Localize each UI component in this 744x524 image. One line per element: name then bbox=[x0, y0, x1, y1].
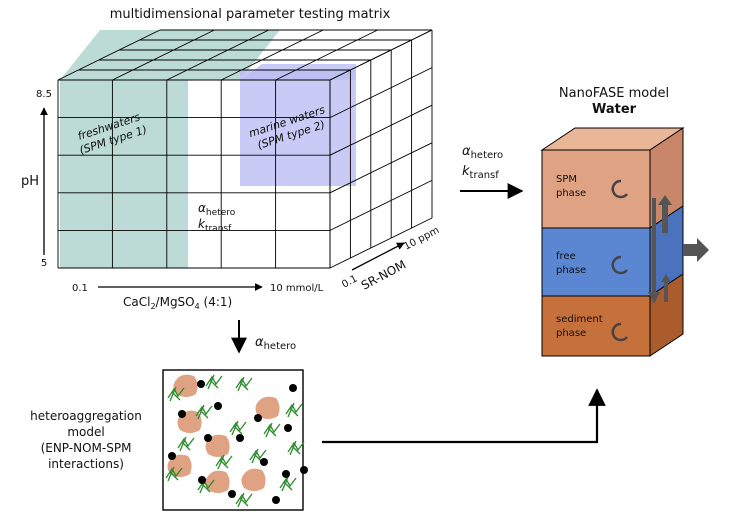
nom-molecule bbox=[229, 420, 247, 436]
salt-max-label: 10 mmol/L bbox=[270, 283, 324, 294]
model-subtitle: Water bbox=[592, 102, 637, 117]
ph-min-label: 5 bbox=[41, 258, 47, 269]
cycle-icon bbox=[611, 179, 628, 199]
nom-molecule bbox=[167, 386, 185, 402]
layer-free bbox=[541, 227, 651, 297]
down-arrow-group: αhetero bbox=[231, 320, 296, 354]
nom-molecule bbox=[195, 404, 213, 420]
spm-particle bbox=[241, 468, 266, 491]
matrix-k-transf: ktransf bbox=[198, 217, 232, 234]
enp-particle bbox=[228, 490, 236, 498]
salt-min-label: 0.1 bbox=[72, 283, 88, 294]
enp-particle bbox=[254, 414, 262, 422]
nom-molecule bbox=[177, 436, 195, 452]
free-label-2: phase bbox=[556, 265, 586, 276]
enp-particle bbox=[198, 476, 206, 484]
grid-line bbox=[166, 29, 269, 81]
hetero-line-1: heteroaggregation bbox=[30, 409, 142, 423]
enp-particle bbox=[272, 496, 280, 504]
enp-particle bbox=[168, 452, 176, 460]
parameter-matrix: multidimensional parameter testing matri… bbox=[21, 7, 441, 311]
nom-molecule bbox=[205, 374, 223, 390]
nom-molecule bbox=[287, 440, 305, 456]
resuspension-arrow-head-icon bbox=[658, 195, 672, 205]
nanofase-model: NanoFASE model Water SPM phase free phas… bbox=[540, 86, 709, 357]
matrix-grid bbox=[57, 29, 433, 269]
grid-line bbox=[221, 29, 324, 81]
model-title: NanoFASE model bbox=[559, 86, 669, 101]
matrix-title: multidimensional parameter testing matri… bbox=[110, 7, 391, 22]
resuspension-arrow-shaft bbox=[662, 205, 668, 233]
ph-max-label: 8.5 bbox=[36, 89, 52, 100]
grid-line bbox=[329, 217, 433, 269]
enp-particle bbox=[282, 470, 290, 478]
enp-particle bbox=[197, 380, 205, 388]
spm-particle bbox=[173, 374, 198, 397]
nom-molecule bbox=[285, 402, 303, 418]
spm-particle bbox=[205, 470, 230, 493]
enp-particle bbox=[236, 434, 244, 442]
outflow-arrow-head-icon bbox=[697, 238, 709, 262]
enp-particle bbox=[300, 466, 308, 474]
hetero-line-2: model bbox=[67, 425, 104, 439]
nom-axis-arrow bbox=[351, 242, 405, 271]
grid-line bbox=[329, 104, 433, 156]
enp-particle bbox=[260, 458, 268, 466]
matrix-alpha-hetero: αhetero bbox=[198, 201, 236, 218]
enp-particle bbox=[204, 434, 212, 442]
grid-line bbox=[329, 29, 433, 81]
settling-arrow-shaft bbox=[652, 198, 656, 292]
cycle-icon bbox=[611, 255, 628, 275]
salt-axis-label: CaCl2/MgSO4 (4:1) bbox=[123, 295, 232, 311]
hetero-line-4: interactions) bbox=[48, 457, 124, 471]
enp-particle bbox=[284, 424, 292, 432]
marine-region bbox=[240, 64, 356, 186]
down-arrow-label: αhetero bbox=[255, 335, 296, 352]
enp-particle bbox=[178, 410, 186, 418]
enp-particle bbox=[214, 402, 222, 410]
outflow-arrow-shaft bbox=[683, 244, 699, 256]
grid-line bbox=[275, 29, 378, 81]
sediment-up-arrow-shaft bbox=[664, 280, 668, 302]
layer-spm bbox=[541, 149, 651, 229]
grid-line bbox=[329, 142, 433, 194]
hetero-to-model-arrow bbox=[322, 388, 606, 444]
free-label-1: free bbox=[556, 251, 576, 262]
grid-line bbox=[57, 29, 161, 81]
cycle-icon bbox=[611, 322, 628, 342]
right-arrow-alpha: αhetero bbox=[462, 144, 503, 161]
ph-axis-label: pH bbox=[21, 174, 39, 189]
spm-particle bbox=[205, 434, 230, 457]
spm-label-1: SPM bbox=[556, 174, 577, 185]
sediment-label-1: sediment bbox=[556, 314, 603, 325]
hetero-line-3: (ENP-NOM-SPM bbox=[41, 441, 132, 455]
settling-arrow-head-icon bbox=[648, 292, 660, 304]
right-arrow-group: αhetero ktransf bbox=[460, 144, 524, 199]
layer-sediment bbox=[541, 295, 651, 357]
grid-line bbox=[329, 179, 433, 231]
right-arrow-k: ktransf bbox=[462, 164, 499, 181]
nom-min-label: 0.1 bbox=[340, 273, 359, 290]
nom-molecule bbox=[235, 376, 253, 392]
enp-particle bbox=[289, 384, 297, 392]
grid-line bbox=[112, 29, 215, 81]
nom-max-label: 10 ppm bbox=[402, 225, 441, 253]
nom-molecule bbox=[215, 454, 233, 470]
nom-molecule bbox=[165, 466, 183, 482]
nom-molecule bbox=[279, 476, 297, 492]
spm-particle bbox=[255, 396, 280, 419]
sediment-up-arrow-head-icon bbox=[661, 274, 671, 282]
grid-line bbox=[329, 67, 433, 119]
spm-label-2: phase bbox=[556, 188, 586, 199]
sediment-label-2: phase bbox=[556, 328, 586, 339]
nom-molecule bbox=[235, 492, 253, 508]
nom-molecule bbox=[263, 422, 281, 438]
hetero-model-label: heteroaggregation model (ENP-NOM-SPM int… bbox=[30, 409, 142, 471]
particle-field bbox=[165, 374, 308, 508]
